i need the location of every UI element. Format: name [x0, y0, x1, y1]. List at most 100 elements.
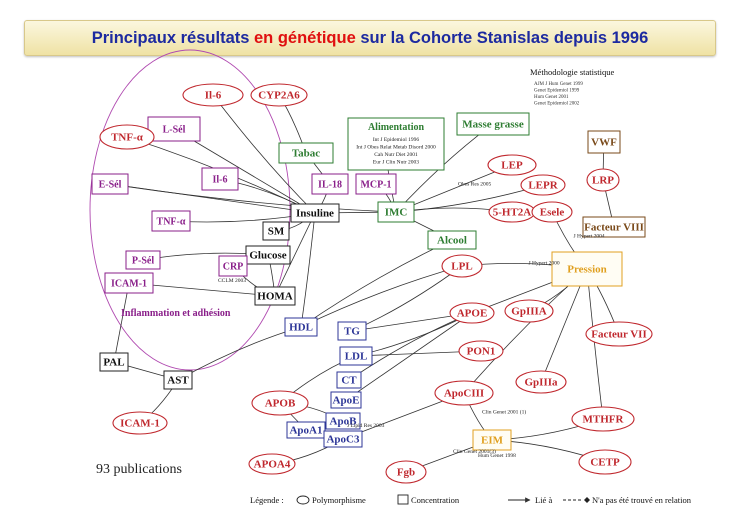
relation-link [585, 268, 604, 420]
legend-concentration: Concentration [411, 495, 460, 505]
node-label: TG [344, 326, 360, 338]
node-tnf: TNF-α [99, 124, 155, 150]
node-apoe_c: ApoE [330, 391, 362, 409]
node-pon1: PON1 [458, 340, 504, 362]
node-label: MTHFR [583, 414, 625, 426]
node-label: ApoA1 [289, 425, 322, 437]
node-label: APOB [265, 398, 296, 410]
relation-link [300, 239, 453, 328]
node-gp2a: GpIIIA [504, 299, 554, 323]
node-shape [99, 124, 155, 150]
node-shape [587, 130, 621, 154]
node-fvii: Facteur VII [585, 321, 653, 347]
node-lep: LEP [487, 154, 537, 176]
node-apoa1: ApoA1 [286, 421, 326, 439]
node-tnfa2: TNF-α [151, 210, 191, 232]
node-label: 5-HT2A [493, 207, 532, 219]
node-label: LDL [345, 351, 368, 363]
node-label: ApoE [333, 395, 360, 407]
node-shape [254, 286, 296, 306]
legend-concentration-swatch [397, 494, 409, 505]
node-mthfr: MTHFR [571, 406, 635, 432]
node-shape [218, 255, 248, 277]
node-label: Esele [540, 207, 565, 219]
inflammation-cluster-outline [89, 49, 291, 371]
node-il6b: Il-6 [201, 167, 239, 191]
node-label: EIM [481, 435, 504, 447]
methodology-ref: Genet Epidemiol 2002 [534, 102, 580, 107]
node-alcool: Alcool [427, 230, 477, 250]
node-il6a: Il-6 [182, 83, 244, 107]
node-shape [434, 380, 494, 406]
title-highlight: en génétique [254, 28, 356, 47]
node-shape [112, 411, 168, 435]
node-fviii: Facteur VIII [582, 216, 646, 238]
alimentation-ref: Eur J Clin Nutr 2003 [373, 160, 419, 166]
node-label: E-Sél [99, 180, 122, 191]
node-massegrasse: Masse grasse [456, 112, 530, 136]
node-esel: E-Sél [91, 173, 129, 195]
node-label: Il-6 [213, 175, 228, 186]
crp-reference: CCLM 2003 [218, 278, 246, 284]
title-part-1: Principaux résultats [91, 28, 254, 47]
node-apob_p: APOB [251, 390, 309, 416]
node-label: CETP [590, 457, 620, 469]
node-shape [582, 216, 646, 238]
node-eim: EIM [472, 429, 512, 451]
node-glucose: Glucose [245, 245, 291, 265]
node-label: GpIIIa [524, 377, 558, 389]
node-shape [311, 173, 349, 195]
node-label: MCP-1 [360, 180, 391, 191]
node-icam1p: ICAM-1 [112, 411, 168, 435]
relation-link [109, 182, 397, 213]
link-reference-label: Obes Res 2005 [458, 182, 492, 188]
title-part-2: sur la Cohorte Stanislas depuis 1996 [355, 28, 649, 47]
node-shape [323, 430, 363, 448]
node-label: LEP [501, 160, 523, 172]
node-lrp: LRP [586, 168, 620, 192]
node-shape [250, 83, 308, 107]
node-label: APOA4 [254, 459, 291, 471]
node-insuline: Insuline [290, 203, 340, 223]
node-shape [290, 203, 340, 223]
node-il18: IL-18 [311, 173, 349, 195]
alimentation-ref: Int J Obes Relat Metab Disord 2000 [356, 145, 436, 151]
methodology-ref: Hum Genet 2001 [534, 95, 569, 100]
node-label: GpIIIA [511, 306, 547, 318]
node-label: Alcool [437, 235, 467, 247]
node-gp3a: GpIIIa [515, 370, 567, 394]
node-shape [578, 449, 632, 475]
node-tg: TG [337, 321, 367, 341]
node-lepr: LEPR [520, 174, 566, 196]
methodology-ref: Genet Epidemiol 1999 [534, 89, 580, 94]
node-shape [571, 406, 635, 432]
node-pal: PAL [99, 352, 129, 372]
node-label: Glucose [249, 250, 286, 262]
node-shape [284, 317, 318, 337]
node-shape [515, 370, 567, 394]
node-ast: AST [163, 370, 193, 390]
node-ct: CT [336, 371, 362, 389]
link-reference-label: J Hypert 2004 [574, 234, 605, 240]
node-tabac: Tabac [278, 142, 334, 164]
alimentation-title: Alimentation [368, 122, 425, 133]
relation-link [300, 265, 463, 328]
link-reference-label: Clin Genet 2001(3) [453, 448, 496, 455]
node-shape [586, 168, 620, 192]
node-shape [441, 254, 483, 278]
node-label: HDL [289, 322, 313, 334]
methodology-title: Méthodologie statistique [530, 67, 615, 77]
cluster-label: Inflammation et adhésion [121, 308, 231, 319]
node-cyp: CYP2A6 [250, 83, 308, 107]
node-lsel: L-Sél [147, 116, 201, 142]
node-shape [245, 245, 291, 265]
legend-label: Légende : [250, 495, 284, 505]
node-shape [551, 251, 623, 287]
node-shape [248, 453, 296, 475]
alimentation-frame [347, 117, 445, 171]
node-label: AST [167, 375, 189, 387]
node-label: Facteur VIII [584, 222, 644, 234]
